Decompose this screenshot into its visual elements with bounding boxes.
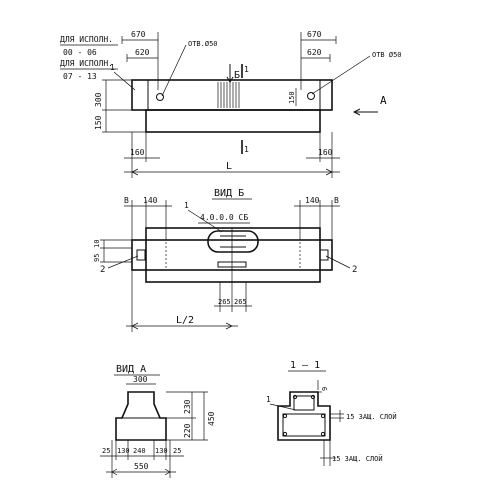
dim-550: 550 <box>134 462 149 471</box>
dim-620-left: 620 <box>135 48 150 57</box>
dim-150-vertical: 150 <box>94 115 103 130</box>
overall-length: L <box>226 161 232 172</box>
dim-240: 240 <box>133 447 146 455</box>
dim-9: 9 <box>321 387 329 391</box>
dim-450: 450 <box>207 411 216 426</box>
dim-25-left: 25 <box>102 447 110 455</box>
dim-265-b: 265 <box>234 298 247 306</box>
section-title: 1 — 1 <box>290 360 320 371</box>
dim-620-right: 620 <box>307 48 322 57</box>
view-b: ВИД Б В 140 140 В 1 4.0.0.0 СБ <box>93 188 357 332</box>
cover-layer-bottom: 15 ЗАЩ. СЛОЙ <box>332 454 383 463</box>
dim-160-left: 160 <box>130 148 145 157</box>
hole-label-left: ОТВ.Ø50 <box>188 40 218 48</box>
leader-1-front: 1 <box>110 63 115 72</box>
leader-1-section: 1 <box>266 395 271 404</box>
leader-1-view-b: 1 <box>184 201 189 210</box>
dim-130-right: 130 <box>155 447 168 455</box>
hole-label-right: ОТВ Ø50 <box>372 51 402 59</box>
dim-140-left: 140 <box>143 196 158 205</box>
view-a: ВИД А 300 230 220 450 25 130 240 130 25 <box>100 364 216 478</box>
hole-dim-150: 150 <box>288 91 296 104</box>
dim-95-left: 95 <box>93 254 101 262</box>
dim-10-left: 10 <box>93 240 101 248</box>
section-mark-top: 1 <box>244 65 249 74</box>
leader-2-left: 2 <box>100 265 105 275</box>
dim-670-right: 670 <box>307 30 322 39</box>
dim-160-right: 160 <box>318 148 333 157</box>
leader-2-right: 2 <box>352 265 357 275</box>
note-version-a: ДЛЯ ИСПОЛН. <box>60 35 113 44</box>
section-mark-bottom: 1 <box>244 145 249 154</box>
note-version-b-range: 07 - 13 <box>63 72 97 81</box>
view-a-title: ВИД А <box>116 364 146 375</box>
section-1-1: 1 — 1 1 9 15 ЗАЩ. СЛОЙ 15 ЗАЩ. СЛОЙ <box>266 360 397 466</box>
view-b-arrow-label: Б <box>234 70 240 81</box>
note-version-b: ДЛЯ ИСПОЛН. <box>60 59 113 68</box>
note-version-a-range: 00 - 06 <box>63 48 97 57</box>
dim-265-a: 265 <box>218 298 231 306</box>
dim-b-left: В <box>124 196 129 205</box>
front-view: ДЛЯ ИСПОЛН. 00 - 06 ДЛЯ ИСПОЛН. 07 - 13 … <box>60 30 402 178</box>
part-code: 4.0.0.0 СБ <box>200 213 248 222</box>
dim-b-right: В <box>334 196 339 205</box>
dim-230: 230 <box>183 399 192 414</box>
dim-670-left: 670 <box>131 30 146 39</box>
view-a-arrow-label: А <box>380 94 387 107</box>
view-b-title: ВИД Б <box>214 188 244 199</box>
dim-220: 220 <box>183 423 192 438</box>
dim-140-right: 140 <box>305 196 320 205</box>
dim-300-vertical: 300 <box>94 92 103 107</box>
half-length: L/2 <box>176 315 194 326</box>
dim-300-view-a: 300 <box>133 375 148 384</box>
dim-130: 130 <box>117 447 130 455</box>
dim-25-right: 25 <box>173 447 181 455</box>
cover-layer-top: 15 ЗАЩ. СЛОЙ <box>346 412 397 421</box>
